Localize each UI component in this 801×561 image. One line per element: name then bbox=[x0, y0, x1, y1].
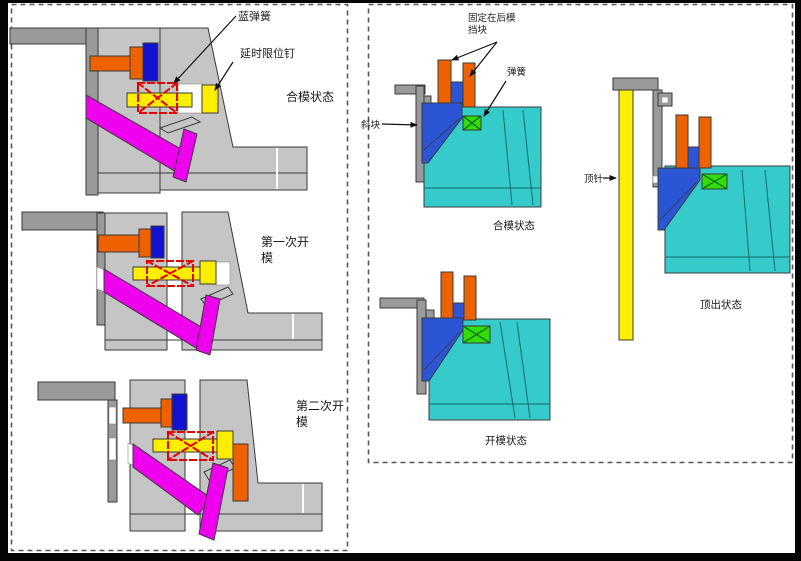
lifter-head bbox=[172, 128, 198, 183]
delay-pin-shaft bbox=[126, 92, 193, 108]
label-blue-spring: 蓝弹簧 bbox=[238, 9, 271, 23]
spring-symbol-x2 bbox=[136, 81, 179, 115]
leader-fixed-block-1 bbox=[451, 41, 498, 61]
core-parting-line bbox=[522, 109, 534, 206]
core-parting-line bbox=[502, 109, 513, 206]
label-delay-pin: 延时限位钉 bbox=[240, 46, 295, 60]
puller-bolt-head bbox=[138, 228, 153, 258]
core-parting-line bbox=[741, 169, 751, 272]
ejector-bracket bbox=[394, 84, 426, 95]
stop-block-pin bbox=[675, 114, 689, 169]
spring-symbol-box bbox=[137, 82, 178, 114]
spring-symbol-box bbox=[167, 431, 214, 461]
mold-half-right bbox=[159, 27, 308, 191]
caption-right-ejected: 顶出状态 bbox=[700, 298, 742, 311]
puller-bolt bbox=[89, 55, 133, 72]
slide-tab bbox=[452, 302, 465, 321]
lifter-head bbox=[198, 462, 229, 541]
latch-notch bbox=[108, 437, 117, 461]
stop-block-pin bbox=[463, 275, 477, 321]
stop-pin bbox=[232, 443, 249, 502]
caption-right-open: 开模状态 bbox=[485, 434, 527, 447]
leader-slant-block bbox=[381, 121, 418, 128]
caption-first-open-line1: 第一次开 bbox=[261, 235, 309, 249]
right-dashed-box bbox=[367, 3, 794, 464]
caption-mold-closed: 合模状态 bbox=[286, 89, 334, 104]
caption-right-closed: 合模状态 bbox=[493, 219, 535, 232]
pin-pocket bbox=[215, 261, 231, 286]
puller-bolt-head bbox=[129, 46, 144, 80]
top-clamp-plate bbox=[9, 27, 99, 45]
stop-block-pin bbox=[440, 271, 454, 321]
label-slant-block: 斜块 bbox=[361, 119, 381, 131]
stop-block-pin bbox=[437, 59, 452, 108]
delay-pin-head bbox=[201, 84, 219, 114]
diagram-right-ejected: 顶针 顶出状态 bbox=[584, 77, 791, 341]
blue-spring-block bbox=[142, 42, 159, 82]
slant-block-line bbox=[423, 331, 461, 371]
label-fixed-block-line1: 固定在后模 bbox=[468, 12, 516, 24]
leader-spring bbox=[483, 80, 507, 117]
puller-bolt bbox=[97, 234, 141, 253]
slant-block bbox=[657, 167, 701, 231]
top-clamp-plate bbox=[37, 381, 116, 401]
caption-second-open-line2: 模 bbox=[296, 415, 308, 429]
leader-fixed-block-2 bbox=[469, 41, 498, 77]
ejector-pin bbox=[618, 89, 634, 341]
latch-notch bbox=[108, 406, 117, 425]
label-spring: 弹簧 bbox=[507, 66, 527, 78]
spring-x2 bbox=[462, 115, 482, 131]
ejector-bracket bbox=[612, 77, 659, 91]
label-fixed-block-line2: 挡块 bbox=[468, 24, 488, 36]
spring-symbol-x2 bbox=[145, 259, 195, 288]
leader-blue-spring bbox=[173, 15, 237, 84]
label-ejector-pin: 顶针 bbox=[584, 173, 604, 185]
spring-symbol-x2 bbox=[166, 430, 215, 462]
spring-x2 bbox=[701, 173, 728, 190]
diagram-right-mold-open: 开模状态 bbox=[379, 271, 551, 447]
stop-block-pin bbox=[698, 116, 712, 169]
wedge-guide bbox=[158, 116, 202, 134]
slant-block bbox=[421, 317, 464, 382]
rail-stud bbox=[425, 309, 435, 319]
slant-block bbox=[421, 102, 463, 164]
spring-x2 bbox=[462, 325, 491, 344]
lifter-bar bbox=[132, 443, 212, 516]
blue-spring-block bbox=[150, 225, 165, 259]
blue-spring-block bbox=[171, 393, 188, 431]
slide-tab bbox=[449, 81, 464, 107]
slant-block-line bbox=[423, 117, 461, 151]
core-parting-line bbox=[764, 169, 776, 272]
lifter-head bbox=[195, 294, 221, 356]
puller-bolt bbox=[122, 407, 164, 424]
delay-pin-shaft bbox=[132, 266, 202, 281]
delay-pin-head bbox=[216, 430, 234, 460]
slant-block-line bbox=[659, 181, 698, 221]
diagram-right-mold-closed: 固定在后模 挡块 弹簧 斜块 合模状态 bbox=[361, 12, 542, 232]
stop-block-pin bbox=[462, 62, 476, 108]
stud-hole bbox=[661, 96, 669, 104]
diagram-left-mold-closed: 蓝弹簧 延时限位钉 合模状态 bbox=[9, 9, 334, 196]
slide-tab bbox=[687, 146, 700, 170]
core-parting-line bbox=[516, 321, 531, 419]
caption-first-open-line2: 模 bbox=[261, 251, 273, 265]
leader-delay-pin bbox=[214, 61, 234, 91]
diagram-left-second-open: 第二次开 模 bbox=[37, 379, 344, 541]
diagram-left-first-open: 第一次开 模 bbox=[21, 211, 323, 356]
caption-second-open-line1: 第二次开 bbox=[296, 399, 344, 413]
top-clamp-plate bbox=[21, 211, 104, 231]
delay-pin-head bbox=[199, 260, 217, 285]
core-parting-line bbox=[499, 321, 516, 419]
spring-symbol-box bbox=[146, 260, 194, 287]
